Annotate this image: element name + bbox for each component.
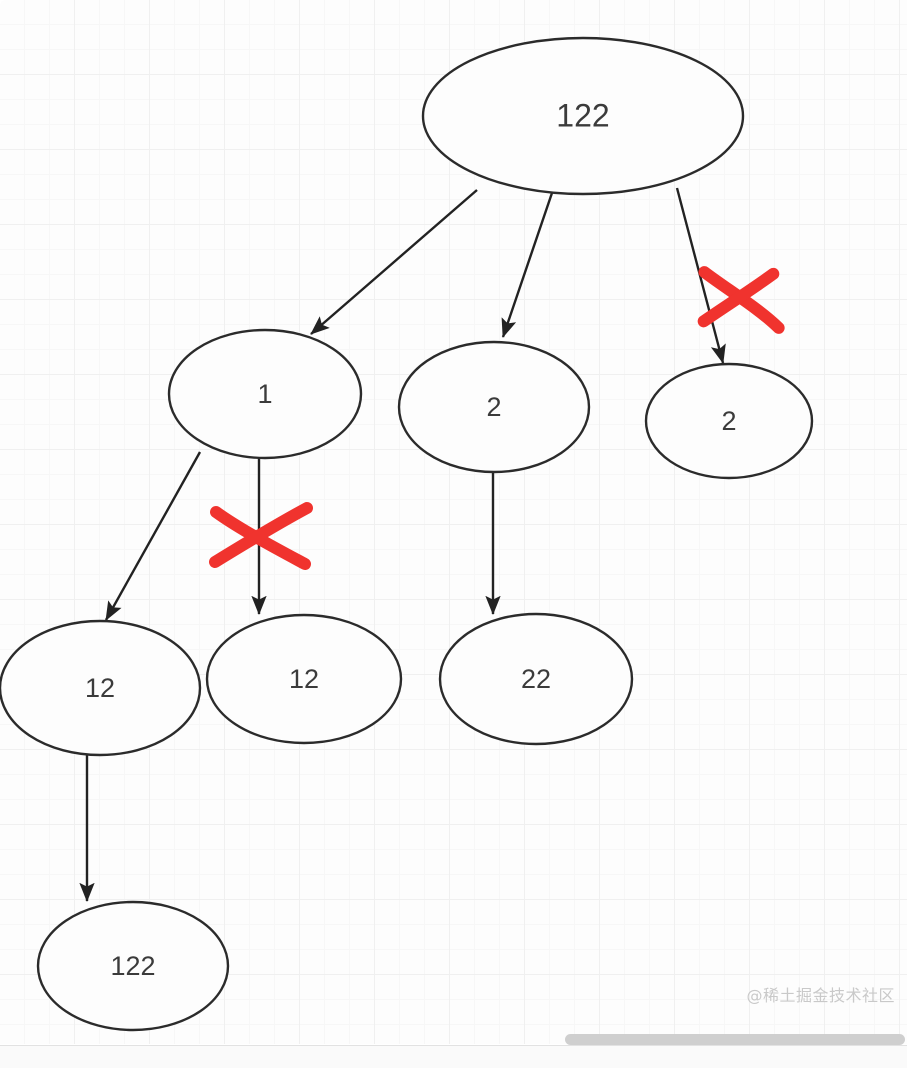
node-l3a[interactable]: 122 (36, 900, 230, 1032)
cross-mark-left (209, 502, 313, 570)
cross-left-stroke-2 (209, 502, 313, 568)
edge-1-to-12-left[interactable] (104, 451, 202, 621)
cross-right-stroke-2 (697, 267, 780, 328)
node-l1b[interactable]: 2 (397, 340, 591, 474)
watermark-text: @稀土掘金技术社区 (746, 986, 895, 1005)
diagram-canvas[interactable]: 122 1 2 2 12 12 (0, 0, 907, 1044)
node-l2a-label: 12 (85, 673, 115, 703)
node-l2c-shape[interactable] (438, 612, 634, 746)
node-l2b[interactable]: 12 (205, 613, 403, 745)
node-l2b-label: 12 (289, 664, 319, 694)
node-l1c-label: 2 (721, 406, 736, 436)
edge-root-to-1[interactable] (310, 189, 478, 335)
node-root-shape[interactable] (421, 36, 745, 196)
node-l3a-label: 122 (110, 951, 155, 981)
node-l2c-label: 22 (521, 664, 551, 694)
tree-diagram: 122 1 2 2 12 12 (0, 36, 814, 1032)
node-l1c-shape[interactable] (644, 362, 814, 480)
node-l1a-label: 1 (257, 379, 272, 409)
node-l1b-shape[interactable] (397, 340, 591, 474)
node-l2a-shape[interactable] (0, 619, 202, 757)
node-l1a-shape[interactable] (167, 328, 363, 460)
node-l1b-label: 2 (486, 392, 501, 422)
edge-group (79, 187, 726, 902)
node-l2a[interactable]: 12 (0, 619, 202, 757)
edge-root-to-2-middle[interactable] (501, 189, 555, 338)
horizontal-scrollbar-track[interactable] (0, 1032, 907, 1046)
cross-mark-right (697, 266, 785, 334)
node-l3a-shape[interactable] (36, 900, 230, 1032)
node-l1a[interactable]: 1 (167, 328, 363, 460)
horizontal-scrollbar-thumb[interactable] (565, 1034, 905, 1045)
node-l2c[interactable]: 22 (438, 612, 634, 746)
node-l1c[interactable]: 2 (644, 362, 814, 480)
node-root-label: 122 (556, 97, 609, 133)
node-l2b-shape[interactable] (205, 613, 403, 745)
node-root[interactable]: 122 (421, 36, 745, 196)
bottom-bar (0, 1045, 907, 1068)
